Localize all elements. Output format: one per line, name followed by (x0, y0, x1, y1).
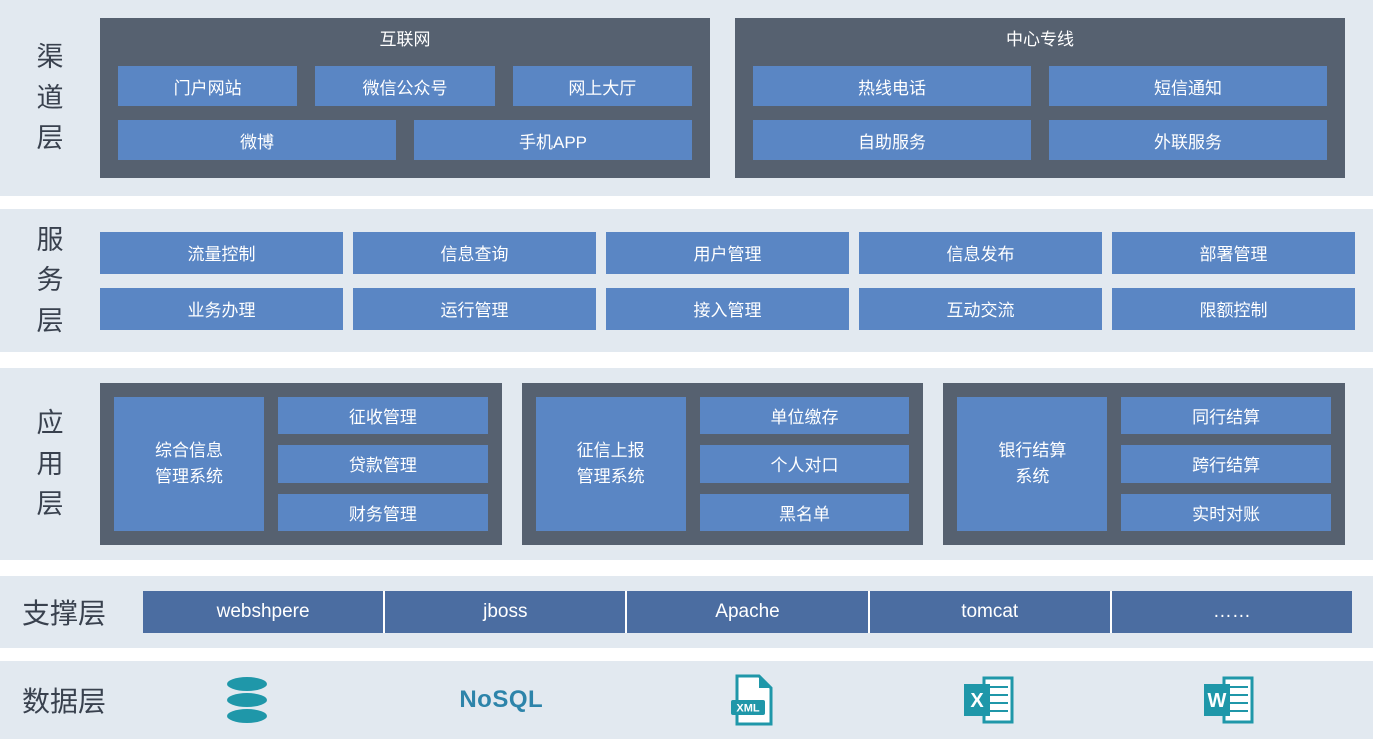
app-main-line: 管理系统 (155, 467, 223, 486)
channel-node-wechat-official: 微信公众号 (315, 66, 495, 106)
comprehensive-info-system-items: 征收管理 贷款管理 财务管理 (278, 397, 488, 531)
word-icon-label: W (1207, 690, 1226, 712)
app-node-finance-management: 财务管理 (278, 493, 488, 531)
service-node-info-query: 信息查询 (353, 231, 596, 274)
application-groups: 综合信息 管理系统 征收管理 贷款管理 财务管理 征信上报 管理系统 单位缴存 … (100, 383, 1346, 545)
database-icon (225, 675, 270, 725)
internet-row-1: 门户网站 微信公众号 网上大厅 (118, 66, 692, 106)
word-file-item: W (1202, 675, 1256, 725)
nosql-label: NoSQL (459, 686, 544, 713)
service-node-flow-control: 流量控制 (100, 231, 343, 274)
support-layer-band: 支撑层 webshpere jboss Apache tomcat …… (0, 576, 1373, 648)
support-seg-ellipsis: …… (1109, 591, 1353, 633)
app-node-collection-management: 征收管理 (278, 397, 488, 435)
bank-settlement-system-panel: 银行结算 系统 同行结算 跨行结算 实时对账 (943, 383, 1346, 545)
data-layer-label: 数据层 (21, 686, 106, 717)
data-layer-band: 数据层 NoSQL XML (0, 661, 1373, 739)
app-main-line: 综合信息 (155, 440, 223, 460)
center-line-panel: 中心专线 热线电话 短信通知 自助服务 外联服务 (735, 18, 1345, 178)
support-seg-apache: Apache (625, 591, 868, 633)
channel-node-weibo: 微博 (118, 120, 396, 160)
support-layer-label: 支撑层 (21, 598, 106, 629)
app-node-blacklist: 黑名单 (699, 493, 910, 531)
channel-node-portal-site: 门户网站 (118, 66, 298, 106)
channel-layer-label: 渠道层 (36, 42, 64, 154)
support-seg-webshpere: webshpere (143, 591, 384, 633)
center-line-row-2: 自助服务 外联服务 (753, 120, 1327, 160)
channel-groups: 互联网 门户网站 微信公众号 网上大厅 微博 手机APP 中心专线 热线电话 短… (100, 18, 1345, 178)
app-main-line: 管理系统 (576, 467, 645, 486)
app-node-realtime-reconciliation: 实时对账 (1121, 493, 1332, 531)
bank-settlement-system-node: 银行结算 系统 (957, 397, 1108, 531)
app-main-line: 银行结算 (998, 440, 1067, 460)
excel-file-icon: X (963, 676, 1014, 724)
comprehensive-info-system-node: 综合信息 管理系统 (114, 397, 264, 531)
service-layer-band: 服务层 流量控制 信息查询 用户管理 信息发布 部署管理 业务办理 运行管理 接… (0, 209, 1373, 352)
service-node-deploy-management: 部署管理 (1112, 231, 1355, 274)
service-layer-label: 服务层 (36, 224, 64, 336)
channel-node-hotline: 热线电话 (753, 66, 1031, 106)
app-node-personal-match: 个人对口 (699, 445, 910, 483)
service-node-info-publish: 信息发布 (859, 231, 1102, 274)
bank-settlement-system-items: 同行结算 跨行结算 实时对账 (1121, 397, 1332, 531)
app-node-same-bank-settlement: 同行结算 (1121, 397, 1332, 435)
database-item (221, 673, 273, 727)
word-file-icon: W (1203, 676, 1254, 724)
center-line-panel-title: 中心专线 (1006, 30, 1074, 49)
app-main-line: 系统 (1015, 467, 1050, 486)
app-node-loan-management: 贷款管理 (278, 445, 488, 483)
support-seg-jboss: jboss (383, 591, 626, 633)
support-bar: webshpere jboss Apache tomcat …… (143, 591, 1353, 633)
service-node-user-management: 用户管理 (606, 231, 849, 274)
channel-node-external-service: 外联服务 (1049, 120, 1327, 160)
application-layer-label: 应用层 (36, 408, 64, 520)
center-line-row-1: 热线电话 短信通知 (753, 66, 1327, 106)
app-node-unit-deposit: 单位缴存 (699, 397, 910, 435)
service-node-interaction: 互动交流 (859, 287, 1102, 330)
channel-node-mobile-app: 手机APP (414, 120, 692, 160)
channel-layer-band: 渠道层 互联网 门户网站 微信公众号 网上大厅 微博 手机APP 中心专线 热线… (0, 0, 1373, 196)
channel-node-self-service: 自助服务 (753, 120, 1031, 160)
xml-file-item: XML (729, 673, 775, 727)
app-main-line: 征信上报 (576, 440, 645, 460)
service-node-quota-control: 限额控制 (1112, 287, 1355, 330)
comprehensive-info-system-panel: 综合信息 管理系统 征收管理 贷款管理 财务管理 (100, 383, 502, 545)
internet-row-2: 微博 手机APP (118, 120, 692, 160)
data-icons-row: NoSQL XML (128, 673, 1373, 727)
nosql-item: NoSQL (459, 686, 543, 714)
channel-node-sms-notice: 短信通知 (1049, 66, 1327, 106)
service-grid: 流量控制 信息查询 用户管理 信息发布 部署管理 业务办理 运行管理 接入管理 … (100, 231, 1355, 330)
service-node-operation-management: 运行管理 (353, 287, 596, 330)
service-node-business-handling: 业务办理 (100, 287, 343, 330)
credit-report-system-items: 单位缴存 个人对口 黑名单 (699, 397, 910, 531)
application-layer-band: 应用层 综合信息 管理系统 征收管理 贷款管理 财务管理 征信上报 管理系统 (0, 368, 1373, 560)
excel-icon-label: X (970, 690, 984, 712)
credit-report-system-panel: 征信上报 管理系统 单位缴存 个人对口 黑名单 (521, 383, 924, 545)
app-node-cross-bank-settlement: 跨行结算 (1121, 445, 1332, 483)
excel-file-item: X (962, 675, 1016, 725)
xml-icon-label: XML (737, 703, 761, 715)
support-seg-tomcat: tomcat (867, 591, 1110, 633)
credit-report-system-node: 征信上报 管理系统 (535, 397, 686, 531)
xml-file-icon: XML (731, 674, 773, 726)
channel-node-online-hall: 网上大厅 (512, 66, 692, 106)
service-node-access-management: 接入管理 (606, 287, 849, 330)
internet-panel: 互联网 门户网站 微信公众号 网上大厅 微博 手机APP (100, 18, 710, 178)
internet-panel-title: 互联网 (379, 30, 431, 49)
